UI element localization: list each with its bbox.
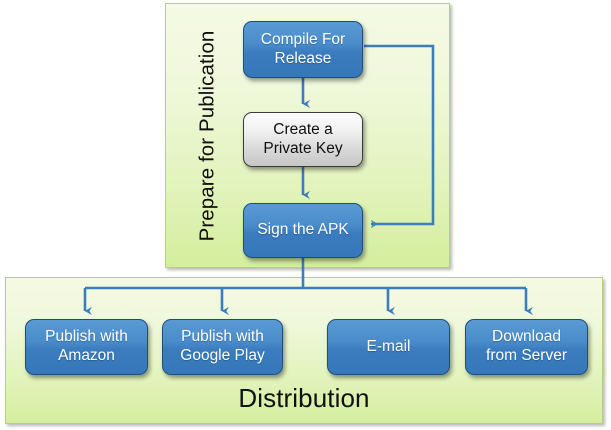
node-sign-the-apk[interactable]: Sign the APK <box>243 203 363 258</box>
node-sign-the-apk-label: Sign the APK <box>257 221 349 239</box>
node-publish-with-amazon-label: Publish with Amazon <box>45 328 128 365</box>
node-publish-google-line-2: Google Play <box>180 347 265 364</box>
node-create-a-private-key-label: Create a Private Key <box>263 121 342 158</box>
group-label-prepare-text: Prepare for Publication <box>195 30 218 241</box>
node-compile-for-release-label: Compile For Release <box>261 31 345 68</box>
group-label-distribution: Distribution <box>238 383 370 413</box>
node-download-from-server[interactable]: Download from Server <box>465 319 588 375</box>
node-publish-amazon-line-2: Amazon <box>58 347 115 364</box>
node-private-key-line-2: Private Key <box>263 139 343 157</box>
node-compile-line-2: Release <box>274 49 332 67</box>
node-download-from-server-label: Download from Server <box>486 328 567 365</box>
node-download-line-2: from Server <box>486 347 567 364</box>
node-download-line-1: Download <box>492 328 561 346</box>
node-compile-line-1: Compile For <box>260 30 346 48</box>
node-publish-with-google-play-label: Publish with Google Play <box>180 328 264 365</box>
node-email[interactable]: E-mail <box>327 319 450 375</box>
group-label-prepare-for-publication: Prepare for Publication <box>195 3 219 268</box>
node-create-a-private-key[interactable]: Create a Private Key <box>243 112 363 167</box>
node-private-key-line-1: Create a <box>273 120 333 138</box>
node-publish-google-line-1: Publish with <box>181 328 264 346</box>
node-publish-amazon-line-1: Publish with <box>45 328 128 346</box>
node-publish-with-amazon[interactable]: Publish with Amazon <box>25 319 148 375</box>
node-email-label: E-mail <box>366 337 411 355</box>
node-publish-with-google-play[interactable]: Publish with Google Play <box>162 319 283 375</box>
node-compile-for-release[interactable]: Compile For Release <box>243 21 363 78</box>
